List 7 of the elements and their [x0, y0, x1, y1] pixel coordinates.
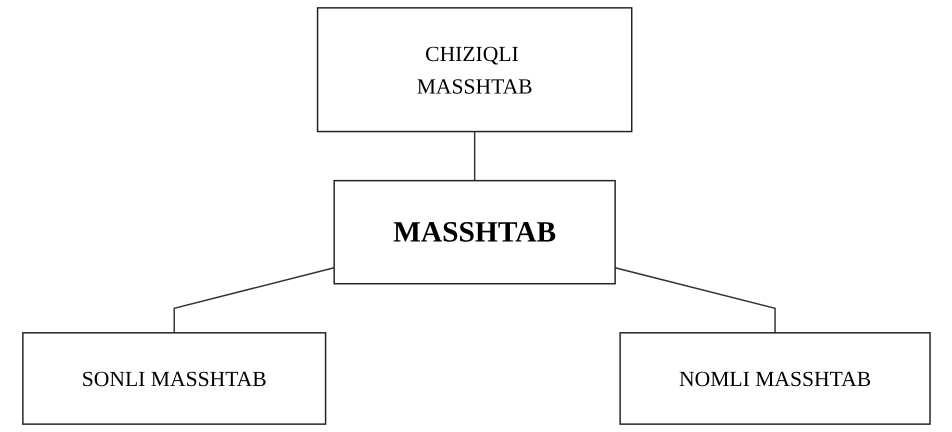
node-box: MASSHTAB — [332, 180, 616, 284]
connector — [473, 132, 475, 181]
connector — [173, 267, 334, 333]
node-box: NOMLI MASSHTAB — [618, 332, 930, 425]
connector — [614, 267, 776, 333]
node-box: SONLI MASSHTAB — [22, 332, 326, 425]
node-box: CHIZIQLI MASSHTAB — [316, 7, 632, 132]
